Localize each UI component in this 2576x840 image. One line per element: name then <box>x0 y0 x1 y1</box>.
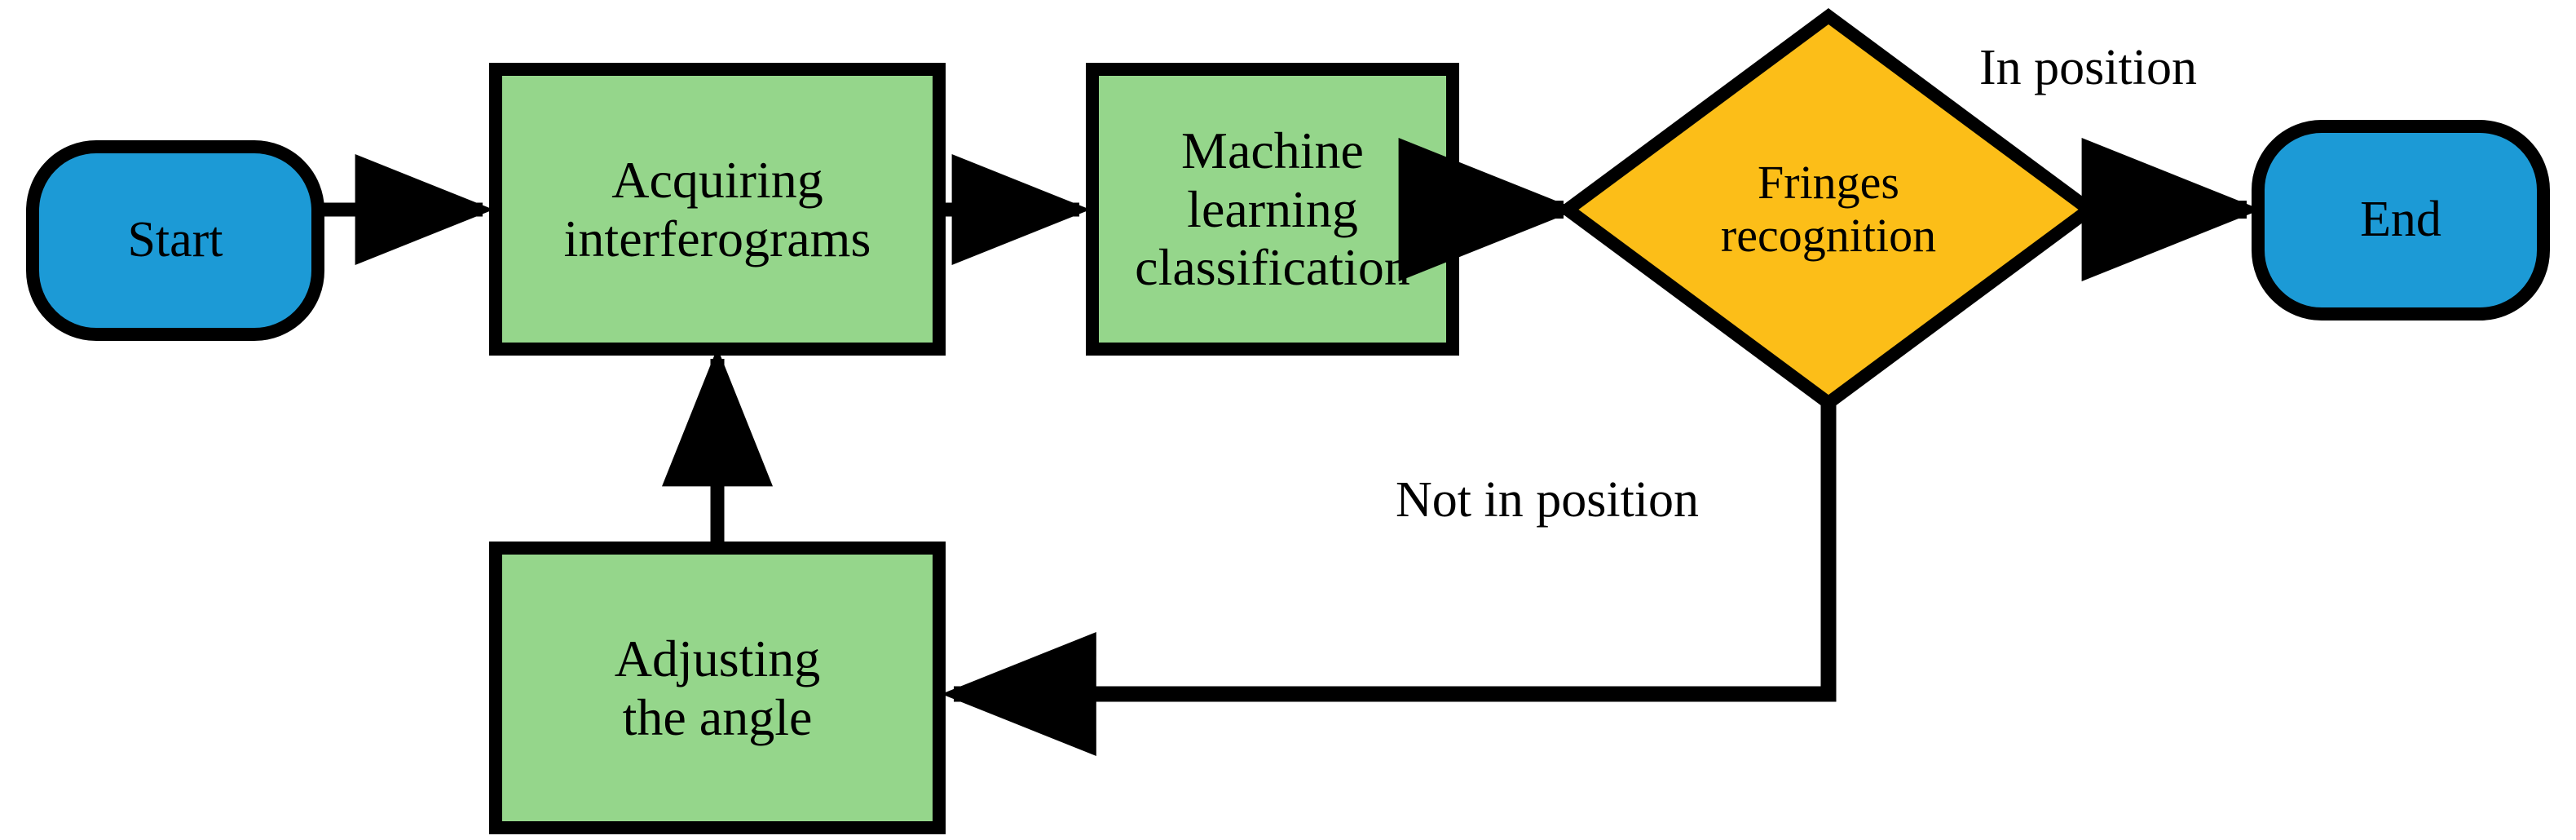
node-shape-end[interactable] <box>2252 120 2550 321</box>
node-shape-start[interactable] <box>26 140 324 341</box>
node-shape-adjusting-the-angle[interactable] <box>489 542 946 834</box>
edge-label-not-in-position: Not in position <box>1396 472 1700 528</box>
node-shape-acquiring-interferograms[interactable] <box>489 63 946 356</box>
node-shape-machine-learning-classification[interactable] <box>1086 63 1459 356</box>
edge-recognition-to-adjusting <box>941 403 1837 756</box>
edge-label-in-position: In position <box>1979 40 2197 95</box>
